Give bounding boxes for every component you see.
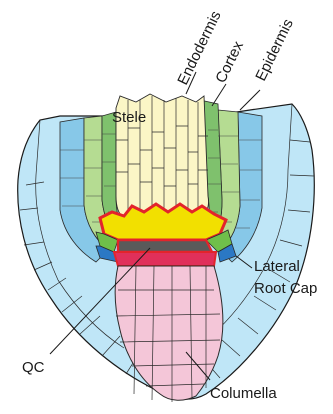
label-cortex: Cortex bbox=[212, 38, 247, 86]
label-lateral-root-cap-line2: Root Cap bbox=[254, 280, 317, 297]
columella-stem-band bbox=[114, 252, 216, 266]
columella-region bbox=[115, 266, 223, 400]
quiescent-center bbox=[118, 240, 212, 252]
label-columella: Columella bbox=[210, 385, 277, 402]
label-stele: Stele bbox=[112, 109, 146, 126]
epidermis-leader bbox=[240, 90, 260, 110]
label-epidermis: Epidermis bbox=[252, 16, 297, 83]
label-qc: QC bbox=[22, 359, 45, 376]
cortex-leader bbox=[212, 84, 226, 106]
label-lateral-root-cap-line1: Lateral bbox=[254, 258, 300, 275]
